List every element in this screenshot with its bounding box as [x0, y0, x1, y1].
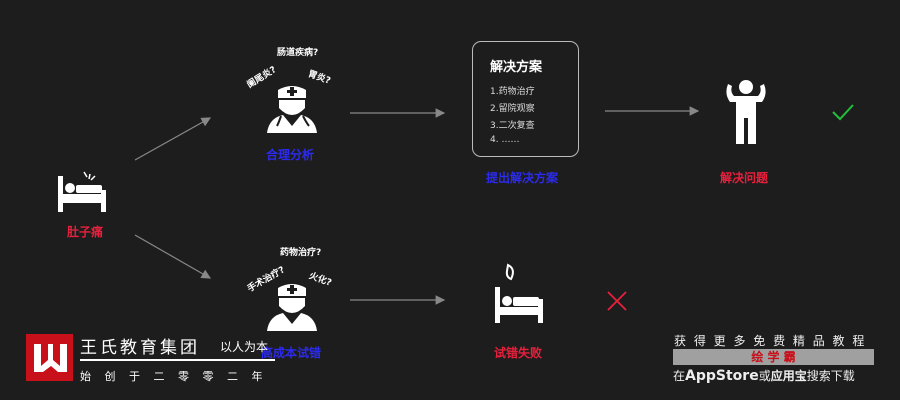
text: 或 [758, 369, 771, 383]
top-doctor-label: 合理分析 [266, 148, 315, 162]
cross-icon [607, 291, 627, 311]
bottom-doctor-label: 高成本试错 [261, 346, 322, 360]
plan-label: 提出解决方案 [486, 171, 559, 185]
solution-item: 4. …… [490, 135, 520, 145]
question: 药物治疗? [280, 248, 322, 258]
solution-title: 解决方案 [490, 60, 543, 75]
solution-item: 1.药物治疗 [490, 87, 535, 97]
text: 搜索下载 [806, 369, 855, 383]
text: AppStore [685, 368, 759, 384]
founded-text: 始 创 于 二 零 零 二 年 [80, 370, 268, 383]
solution-box: 解决方案 1.药物治疗 2.留院观察 3.二次复查 4. …… [472, 41, 579, 157]
arrow-start-top [134, 117, 212, 161]
arrow-start-bottom [134, 234, 212, 279]
text: 在 [673, 369, 686, 383]
failed-label: 试错失败 [494, 346, 543, 360]
watermark-brand: 绘 学 霸 [673, 349, 874, 365]
company-motto: 以人为本 [220, 340, 269, 354]
question: 肠道疾病? [277, 48, 319, 58]
doctor-icon [267, 86, 317, 133]
dead-bed-icon [495, 263, 543, 323]
watermark-line3: 在AppStore或应用宝搜索下载 [673, 367, 855, 384]
doctor-icon [267, 284, 317, 331]
company-logo [26, 334, 73, 381]
check-icon [832, 104, 854, 121]
sick-bed-icon [58, 171, 106, 212]
watermark-line1: 获 得 更 多 免 费 精 品 教 程 [674, 334, 867, 348]
text: 应用宝 [770, 369, 807, 383]
solution-item: 2.留院观察 [490, 104, 535, 114]
strong-man-icon [726, 80, 766, 144]
divider [80, 359, 275, 361]
solved-label: 解决问题 [720, 171, 769, 185]
company-name: 王氏教育集团 [80, 338, 200, 358]
start-label: 肚子痛 [67, 225, 104, 239]
solution-item: 3.二次复查 [490, 121, 535, 131]
